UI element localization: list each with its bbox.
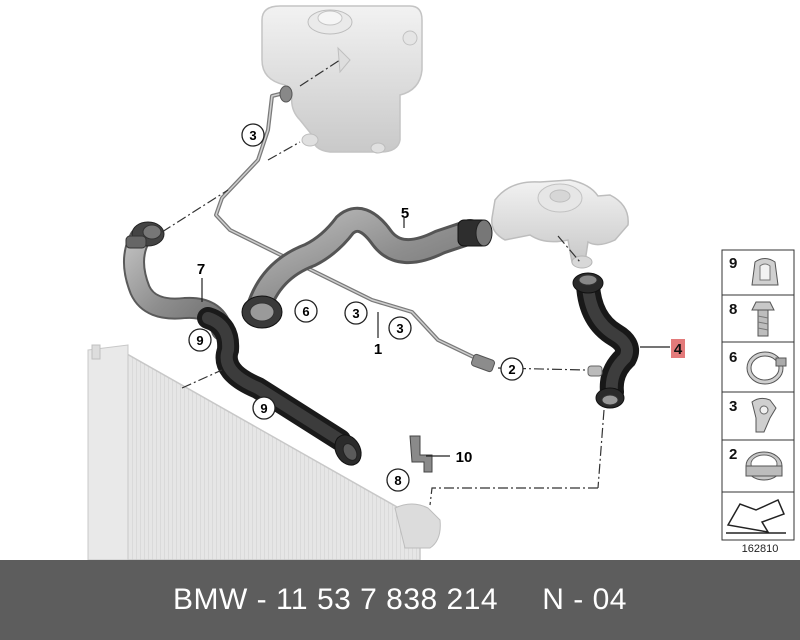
footer-spacer [498, 583, 542, 616]
callout-3-upper: 3 [241, 123, 265, 147]
svg-text:2: 2 [508, 362, 515, 377]
bracket-10 [409, 435, 433, 473]
svg-text:3: 3 [249, 128, 256, 143]
diagram-id-label: 162810 [742, 543, 779, 555]
footer-text: BMW - 11 53 7 838 214 N - 04 [173, 583, 627, 617]
part-number-label: BMW - 11 53 7 838 214 [172, 583, 499, 616]
parts-legend: 9 8 6 [721, 249, 795, 541]
svg-text:3: 3 [352, 306, 359, 321]
band-clamp-icon [745, 451, 783, 481]
svg-text:8: 8 [729, 301, 737, 318]
label-10: 10 [456, 449, 473, 466]
label-4-highlight: 4 [671, 339, 685, 358]
footer-bar: BMW - 11 53 7 838 214 N - 04 [0, 560, 800, 640]
callout-3-lower: 3 [388, 316, 412, 340]
svg-text:3: 3 [396, 321, 403, 336]
radiator [87, 344, 441, 560]
callout-2: 2 [500, 357, 524, 381]
legend-row: 9 [721, 249, 795, 296]
hose-clip-icon [751, 258, 779, 286]
bolt-icon [751, 301, 775, 337]
callout-9-upper: 9 [188, 328, 212, 352]
callout-3-middle: 3 [344, 301, 368, 325]
svg-text:6: 6 [302, 304, 309, 319]
hose-7-connector [125, 221, 165, 249]
callout-8: 8 [386, 468, 410, 492]
legend-row: 8 [721, 294, 795, 343]
water-pump [491, 179, 629, 269]
svg-text:9: 9 [260, 401, 267, 416]
svg-text:3: 3 [729, 398, 737, 415]
label-leaders [201, 218, 670, 457]
hose-9-connector [334, 434, 362, 466]
svg-text:4: 4 [674, 341, 683, 358]
expansion-tank [261, 5, 423, 154]
hose-4-connector-top [572, 272, 604, 294]
svg-text:2: 2 [729, 446, 737, 463]
legend-row [721, 491, 795, 541]
legend-row: 3 [721, 391, 795, 441]
svg-text:8: 8 [394, 473, 401, 488]
label-5: 5 [401, 205, 409, 222]
svg-text:6: 6 [729, 349, 737, 366]
svg-text:9: 9 [196, 333, 203, 348]
hose-5-connector-right [457, 219, 493, 247]
svg-text:9: 9 [729, 255, 737, 272]
coolant-hose-diagram: 3 6 3 3 9 9 2 8 5 7 1 10 4 9 [87, 5, 795, 560]
vent-line-end [470, 353, 496, 373]
retainer-clip-icon [751, 397, 777, 433]
callout-6: 6 [294, 299, 318, 323]
callout-9-lower: 9 [252, 396, 276, 420]
hose-5-connector-left [241, 295, 283, 329]
label-1: 1 [374, 341, 382, 358]
legend-row: 6 [721, 341, 795, 393]
variant-label: N - 04 [542, 583, 627, 616]
hose-4-connector-bottom [587, 365, 625, 409]
legend-row: 2 [721, 439, 795, 493]
label-7: 7 [197, 261, 205, 278]
clamp-icon [746, 351, 787, 385]
arrow-wedge-icon [726, 499, 786, 534]
